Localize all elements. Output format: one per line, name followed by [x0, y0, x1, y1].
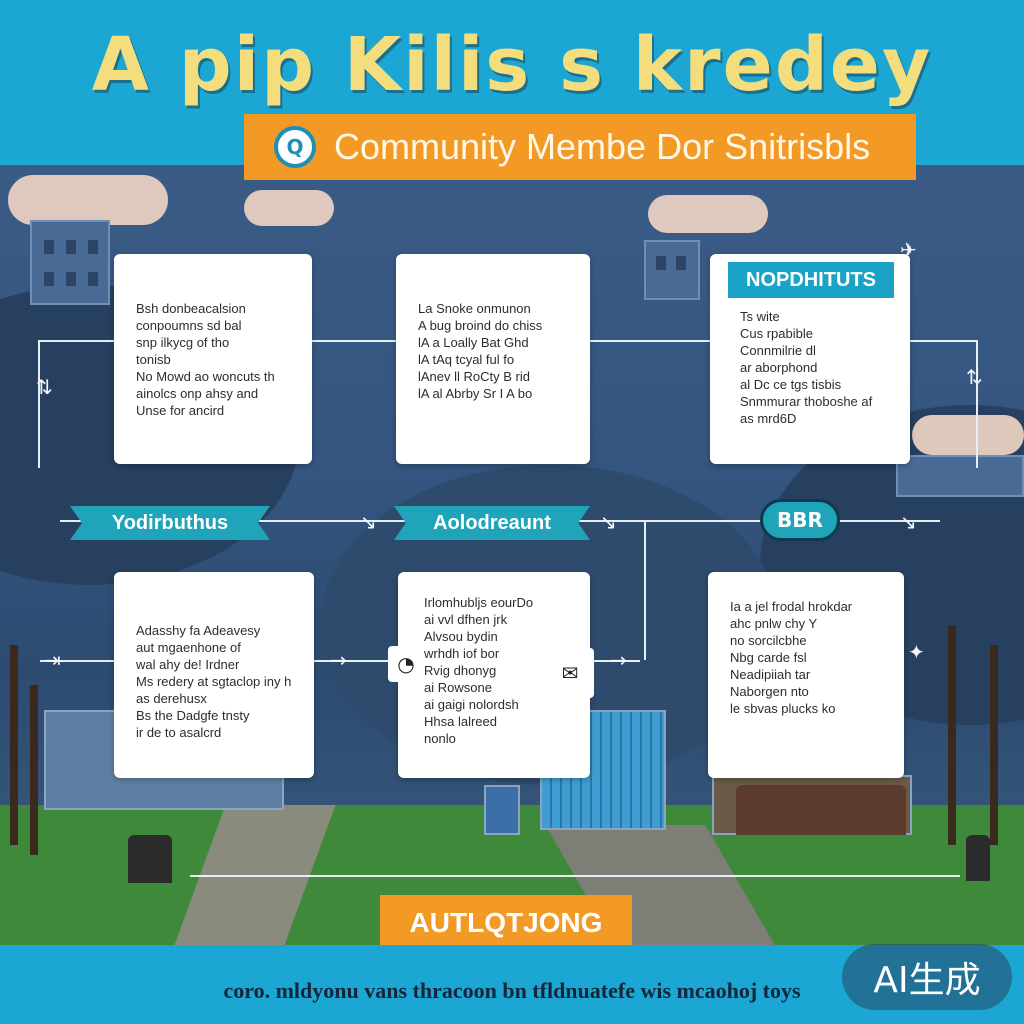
section-badge: BBR	[760, 499, 840, 541]
connector-line	[976, 340, 978, 468]
page-title: A pip Kilis s kredey	[91, 22, 933, 108]
person	[966, 835, 990, 881]
arrow-icon: ⇅	[36, 375, 53, 399]
card-text: wal ahy de! Irdner	[136, 657, 240, 672]
card-text: ahc pnlw chy Y	[730, 616, 818, 631]
card-text: ar aborphond	[740, 360, 818, 375]
house	[30, 220, 110, 305]
connector-line	[644, 520, 646, 660]
card-text: Neadipiiah tar	[730, 667, 811, 682]
people-group	[736, 785, 906, 835]
card-text: Connmilrie dl	[740, 343, 816, 358]
card-text: Cus rpabible	[740, 326, 813, 341]
arrow-icon: ✦	[908, 640, 925, 664]
card-text: as mrd6D	[740, 411, 797, 426]
card-text: No Mowd ao woncuts th	[136, 369, 275, 384]
card-text: aut mgaenhone of	[136, 640, 241, 655]
tree	[30, 685, 38, 855]
info-card: Adasshy fa Adeavesy aut mgaenhone of wal…	[114, 572, 314, 778]
footer-caption: coro. mldyonu vans thracoon bn tfldnuate…	[223, 978, 801, 1003]
arrow-icon: ↘	[360, 510, 377, 534]
arrow-icon: ↘	[600, 510, 617, 534]
card-text: as derehusx	[136, 691, 207, 706]
house	[644, 240, 700, 300]
card-text: le sbvas plucks ko	[730, 701, 836, 716]
arrow-icon: ⇅	[966, 365, 983, 389]
house	[896, 455, 1024, 497]
section-ribbon: Aolodreaunt	[394, 506, 590, 540]
arrow-icon: →	[330, 648, 347, 672]
card-text: Irlomhubljs eourDo	[424, 595, 534, 610]
ai-generated-watermark: AI生成	[842, 944, 1012, 1010]
card-text: Ia a jel frodal hrokdar	[730, 599, 853, 614]
card-text: Snmmurar thoboshe af	[740, 394, 873, 409]
card-text: Naborgen nto	[730, 684, 809, 699]
card-text: Adasshy fa Adeavesy	[136, 623, 261, 638]
info-card: Ia a jel frodal hrokdar ahc pnlw chy Y n…	[708, 572, 904, 778]
section-ribbon: Yodirbuthus	[70, 506, 270, 540]
card-text: al Dc ce tgs tisbis	[740, 377, 842, 392]
card-text: lA a Loally Bat Ghd	[418, 335, 529, 350]
card-text: Hhsa lalreed	[424, 714, 497, 729]
tree	[948, 625, 956, 845]
card-text: ainolcs onp ahsy and	[136, 386, 259, 401]
card-text: lAnev ll RoCty B rid	[418, 369, 530, 384]
card-text: Bsh donbeacalsion	[136, 301, 246, 316]
cloud	[912, 415, 1024, 455]
card-text: tonisb	[136, 352, 171, 367]
card-text: no sorcilcbhe	[730, 633, 807, 648]
card-text: nonlo	[424, 731, 456, 746]
card-text: ir de to asalcrd	[136, 725, 222, 740]
arrow-icon: →	[610, 648, 627, 672]
people-group	[128, 835, 172, 883]
connector-line	[38, 340, 40, 468]
info-card: La Snoke onmunon A bug broind do chiss l…	[396, 254, 590, 464]
tree	[10, 645, 18, 845]
document-icon: ✉	[546, 648, 594, 698]
clock-icon: ◔	[388, 646, 424, 682]
card-text: conpoumns sd bal	[136, 318, 242, 333]
cloud	[648, 195, 768, 233]
info-card: NOPDHITUTS Ts wite Cus rpabible Connmilr…	[710, 254, 910, 464]
subtitle-banner: Q Community Membe Dor Snitrisbls	[244, 114, 916, 180]
card-text: La Snoke onmunon	[418, 301, 531, 316]
card-text: ai Rowsone	[424, 680, 492, 695]
cloud	[244, 190, 334, 226]
card-text: Ms redery at sgtaclop iny h	[136, 674, 292, 689]
card-text: A bug broind do chiss	[418, 318, 543, 333]
card-text: snp ilkycg of tho	[136, 335, 230, 350]
arrow-icon: ↘	[900, 510, 917, 534]
building	[484, 785, 520, 835]
arrow-icon: ⇥	[44, 648, 61, 672]
card-text: Rvig dhonyg	[424, 663, 497, 678]
card-text: lA tAq tcyal ful fo	[418, 352, 515, 367]
info-card: Bsh donbeacalsion conpoumns sd bal snp i…	[114, 254, 312, 464]
community-icon: Q	[274, 126, 316, 168]
tree	[990, 645, 998, 845]
subtitle: Community Membe Dor Snitrisbls	[334, 126, 871, 167]
card-tag: NOPDHITUTS	[728, 262, 894, 298]
card-text: Alvsou bydin	[424, 629, 498, 644]
card-text: Bs the Dadgfe tnsty	[136, 708, 250, 723]
connector-line	[190, 875, 960, 877]
card-text: Unse for ancird	[136, 403, 225, 418]
card-text: ai vvl dfhen jrk	[424, 612, 508, 627]
card-text: Ts wite	[740, 309, 780, 324]
card-text: Nbg carde fsl	[730, 650, 807, 665]
card-text: lA al Abrby Sr I A bo	[418, 386, 533, 401]
connector-line	[40, 660, 640, 662]
card-text: ai gaigi nolordsh	[424, 697, 519, 712]
bottom-banner: AUTLQTJONG	[380, 895, 632, 951]
card-text: wrhdh iof bor	[424, 646, 500, 661]
cloud	[8, 175, 168, 225]
